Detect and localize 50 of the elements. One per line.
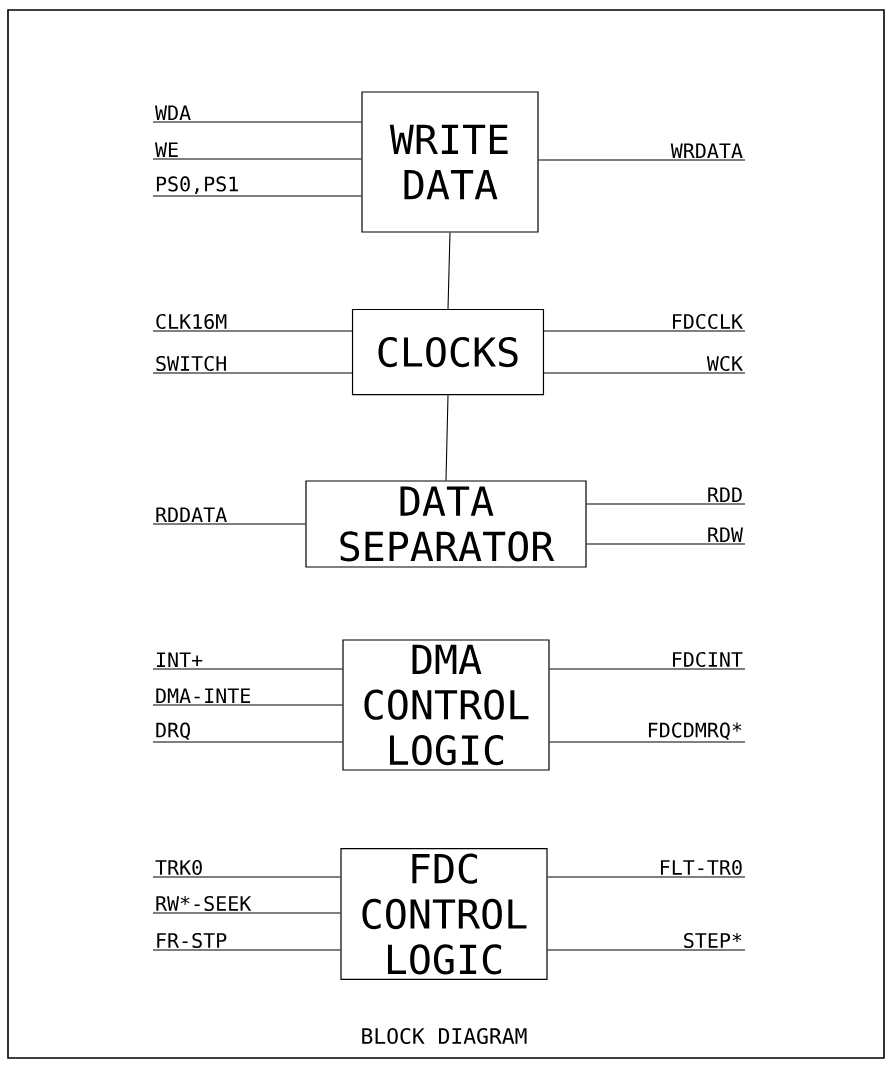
signal-line (586, 543, 746, 545)
block-box: CLOCKS (351, 308, 545, 396)
signal-line (152, 121, 362, 123)
signal-label: FR-STP (157, 932, 227, 948)
signal-label: RDDATA (156, 507, 227, 522)
signal-line (152, 704, 343, 706)
signal-line (538, 159, 746, 161)
signal-label: SWITCH (156, 355, 226, 371)
signal-line (152, 668, 343, 670)
signal-label: RW*-SEEK (156, 895, 252, 911)
signal-label: DMA-INTE (156, 688, 251, 703)
signal-label: CLK16M (156, 313, 227, 329)
block-box: DMA CONTROL LOGIC (342, 639, 550, 771)
signal-line (152, 912, 341, 914)
signal-label: STEP* (684, 932, 742, 948)
signal-label: WCK (706, 355, 743, 371)
signal-label: FDCINT (673, 651, 743, 667)
signal-line (447, 232, 451, 310)
signal-line (549, 668, 746, 670)
signal-line (549, 741, 746, 743)
signal-line (445, 394, 449, 481)
signal-line (152, 158, 362, 160)
block-box: DATA SEPARATOR (305, 480, 587, 568)
signal-line (547, 876, 746, 878)
signal-line (152, 372, 353, 374)
signal-label: WRDATA (670, 143, 743, 158)
signal-label: WDA (155, 105, 191, 120)
signal-line (586, 503, 746, 505)
block-box: FDC CONTROL LOGIC (340, 847, 548, 981)
signal-line (543, 330, 746, 332)
signal-label: DRQ (156, 722, 190, 740)
caption: BLOCK DIAGRAM (362, 1027, 527, 1045)
signal-label: FLT-TR0 (661, 859, 742, 875)
signal-line (547, 949, 746, 951)
signal-label: INT+ (156, 652, 203, 667)
signal-label: WE (155, 142, 178, 157)
signal-line (543, 372, 746, 374)
signal-line (152, 330, 353, 332)
signal-label: FDCCLK (673, 313, 743, 329)
signal-line (152, 949, 341, 951)
block-box: WRITE DATA (361, 91, 539, 233)
signal-line (152, 741, 343, 743)
signal-line (152, 523, 306, 525)
signal-label: PS0,PS1 (156, 176, 238, 194)
signal-label: RDD (708, 487, 742, 502)
signal-line (152, 195, 362, 197)
signal-label: RDW (708, 527, 743, 542)
signal-line (152, 876, 341, 878)
signal-label: TRK0 (155, 859, 202, 875)
signal-label: FDCDMRQ* (648, 722, 742, 740)
